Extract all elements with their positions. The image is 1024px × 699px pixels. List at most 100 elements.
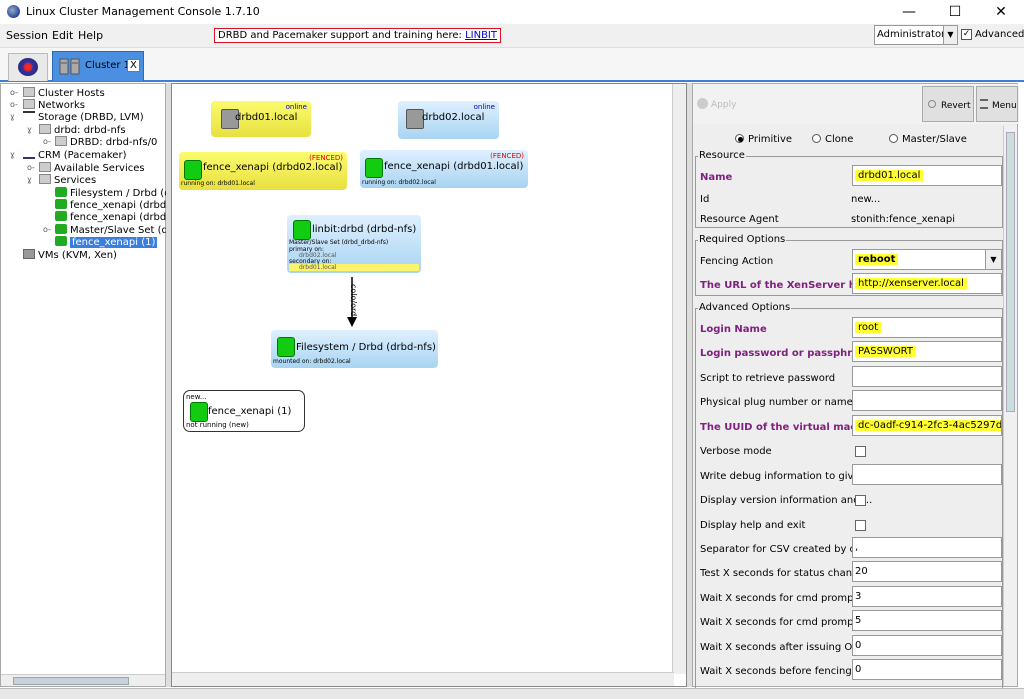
host-node-drbd01[interactable]: drbd01.local online [211,101,311,137]
chevron-down-icon[interactable]: ▼ [985,250,1001,269]
scroll-thumb[interactable] [1006,132,1015,412]
login-name-input[interactable]: root [852,317,1002,338]
tab-bar: Cluster 1 X [0,48,1024,82]
collapse-icon[interactable]: ɣ [10,112,15,121]
left-splitter[interactable] [166,83,171,687]
apply-icon [697,98,708,109]
collapse-icon[interactable]: ɣ [27,175,32,184]
revert-button[interactable]: Revert [922,86,974,122]
tree-item-cluster-hosts[interactable]: Cluster Hosts [23,87,105,99]
tree-horizontal-scrollbar[interactable] [1,674,165,686]
uuid-input[interactable]: dc-0adf-c914-2fc3-4ac5297d5aca [852,415,1002,436]
xenserver-url-label: The URL of the XenServer host. [700,280,878,291]
tree-item-fence-drbd02[interactable]: fence_xenapi (drbd02 [55,211,179,223]
constraint-arrow[interactable] [342,273,362,329]
tab-close-button[interactable]: X [127,59,140,72]
crm-icon [23,149,35,159]
menu-session[interactable]: Session [6,29,48,42]
tree-item-vms[interactable]: VMs (KVM, Xen) [23,249,117,261]
right-splitter[interactable] [687,83,692,687]
csv-separator-label: Separator for CSV created by op... [700,544,872,555]
password-script-input[interactable] [852,366,1002,387]
tree-item-master-slave[interactable]: Master/Slave Set (drb [55,224,178,236]
revert-icon [928,100,936,108]
radio-primitive[interactable]: Primitive [735,134,792,145]
expand-icon[interactable]: o- [43,225,51,234]
apply-button[interactable]: Apply [695,86,736,122]
expand-icon[interactable]: o- [10,100,18,109]
maximize-button[interactable]: ☐ [948,4,962,20]
graph-horizontal-scrollbar[interactable] [172,672,674,686]
fenced-flag: (FENCED) [309,154,343,162]
status-wait-label: Test X seconds for status chan... [700,568,862,579]
running-man-icon [277,337,295,357]
tab-home[interactable] [8,53,48,81]
tree-item-services[interactable]: Services [39,174,96,186]
radio-clone[interactable]: Clone [812,134,853,145]
xenserver-url-input[interactable]: http://xenserver.local [852,273,1002,294]
power-on-wait-input[interactable]: 0 [852,635,1002,656]
advanced-label: Advanced [975,29,1024,40]
tree-item-drbd-resource[interactable]: DRBD: drbd-nfs/0 [55,136,157,148]
agent-label: Resource Agent [700,214,779,225]
tree-item-filesystem[interactable]: Filesystem / Drbd (drb [55,187,181,199]
radio-master-slave[interactable]: Master/Slave [889,134,967,145]
linbit-link[interactable]: LINBIT [465,30,497,41]
fencing-action-select[interactable]: reboot▼ [852,249,1002,270]
collapse-icon[interactable]: ɣ [27,125,32,134]
version-checkbox[interactable] [855,495,866,506]
form-vertical-scrollbar[interactable] [1003,126,1017,686]
radio-indicator [735,134,744,143]
host-node-drbd02[interactable]: drbd02.local online [398,101,499,139]
plug-input[interactable] [852,390,1002,411]
debug-input[interactable] [852,464,1002,485]
running-man-icon [184,160,202,180]
tab-cluster-1[interactable]: Cluster 1 X [52,51,144,81]
service-node-fence-drbd01[interactable]: fence_xenapi (drbd01.local) (FENCED) run… [360,150,528,188]
close-button[interactable]: ✕ [995,4,1007,20]
tree-item-fence-new[interactable]: fence_xenapi (1) [55,236,158,248]
tree-item-drbd-nfs[interactable]: drbd: drbd-nfs [39,124,126,136]
expand-icon[interactable]: o- [10,88,18,97]
service-node-fence-drbd02[interactable]: fence_xenapi (drbd02.local) (FENCED) run… [179,152,347,190]
id-label: Id [700,194,710,205]
verbose-checkbox[interactable] [855,446,866,457]
tree-item-storage[interactable]: Storage (DRBD, LVM) [23,111,144,123]
scroll-thumb[interactable] [13,677,129,685]
tree-item-crm[interactable]: CRM (Pacemaker) [23,149,126,161]
graph-vertical-scrollbar[interactable] [672,84,686,674]
password-input[interactable]: PASSWORT [852,341,1002,362]
menu-edit[interactable]: Edit [52,29,74,42]
service-node-filesystem[interactable]: Filesystem / Drbd (drbd-nfs) mounted on:… [271,330,438,368]
tab-cluster-label: Cluster 1 [85,60,131,71]
menu-button[interactable]: Menu [976,86,1018,122]
service-node-fence-new[interactable]: new... fence_xenapi (1) not running (new… [183,390,305,432]
status-wait-input[interactable]: 20 [852,561,1002,582]
folder-icon [39,162,51,172]
fencing-action-label: Fencing Action [700,256,774,267]
user-select[interactable]: Administrator ▼ [874,25,958,45]
expand-icon[interactable]: o- [43,137,51,146]
menu-help[interactable]: Help [78,29,104,42]
expand-icon[interactable]: o- [27,163,35,172]
service-running-icon [55,199,67,209]
csv-separator-input[interactable]: , [852,537,1002,558]
advanced-checkbox[interactable]: ✓ [961,29,972,40]
server-icon [221,109,239,129]
fencing-delay-input[interactable]: 0 [852,659,1002,680]
collapse-icon[interactable]: ɣ [10,150,15,159]
banner-text: DRBD and Pacemaker support and training … [218,30,466,41]
tree-item-available-services[interactable]: Available Services [39,162,145,174]
minimize-button[interactable]: — [902,4,916,20]
version-label: Display version information and ... [700,495,873,506]
cmd-prompt-wait-2-input[interactable]: 5 [852,610,1002,631]
service-node-master-slave[interactable]: linbit:drbd (drbd-nfs) Master/Slave Set … [287,215,421,273]
cmd-prompt-wait-input[interactable]: 3 [852,586,1002,607]
help-checkbox[interactable] [855,520,866,531]
tree-item-fence-drbd01[interactable]: fence_xenapi (drbd01 [55,199,179,211]
tree-item-networks[interactable]: Networks [23,99,85,111]
chevron-down-icon[interactable]: ▼ [943,26,957,44]
name-input[interactable]: drbd01.local [852,165,1002,186]
app-icon [7,5,20,18]
section-title: Required Options [698,234,787,245]
